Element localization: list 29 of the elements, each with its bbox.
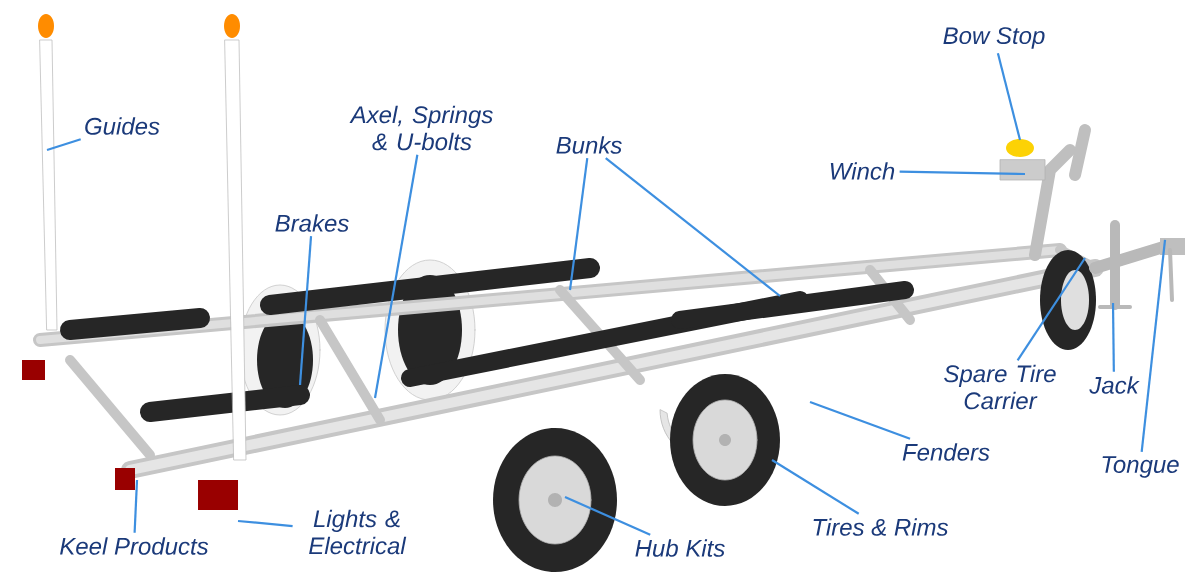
leader-line [1111, 302, 1115, 372]
leader-line [1140, 239, 1167, 452]
part-label: Guides [85, 117, 160, 135]
part-label: Winch [830, 162, 895, 180]
leader-line [605, 157, 781, 297]
leader-line [373, 154, 419, 399]
part-label: Tires & Rims [813, 518, 949, 536]
leader-line [237, 519, 293, 528]
leader-line [809, 400, 911, 440]
leader-line [298, 236, 313, 386]
part-label: Bunks [556, 136, 622, 154]
part-label: Brakes [275, 214, 349, 232]
leader-line [568, 158, 589, 291]
part-label: Keel Products [60, 537, 209, 555]
part-label: Axel, Springs & U-bolts [349, 105, 493, 151]
part-label: Fenders [902, 443, 990, 461]
leader-line [996, 53, 1022, 141]
part-label: Tongue [1102, 456, 1179, 478]
leader-line [46, 138, 82, 152]
part-label: Lights & Electrical [309, 509, 407, 555]
leader-line [133, 479, 139, 533]
part-label: Jack [1089, 376, 1140, 394]
leader-line [899, 170, 1026, 176]
part-label: Bow Stop [943, 27, 1045, 49]
leader-line [564, 496, 651, 536]
leader-line [1016, 257, 1086, 361]
leader-line [771, 459, 860, 515]
part-label: Hub Kits [635, 539, 725, 557]
part-label: Spare Tire Carrier [944, 364, 1056, 410]
